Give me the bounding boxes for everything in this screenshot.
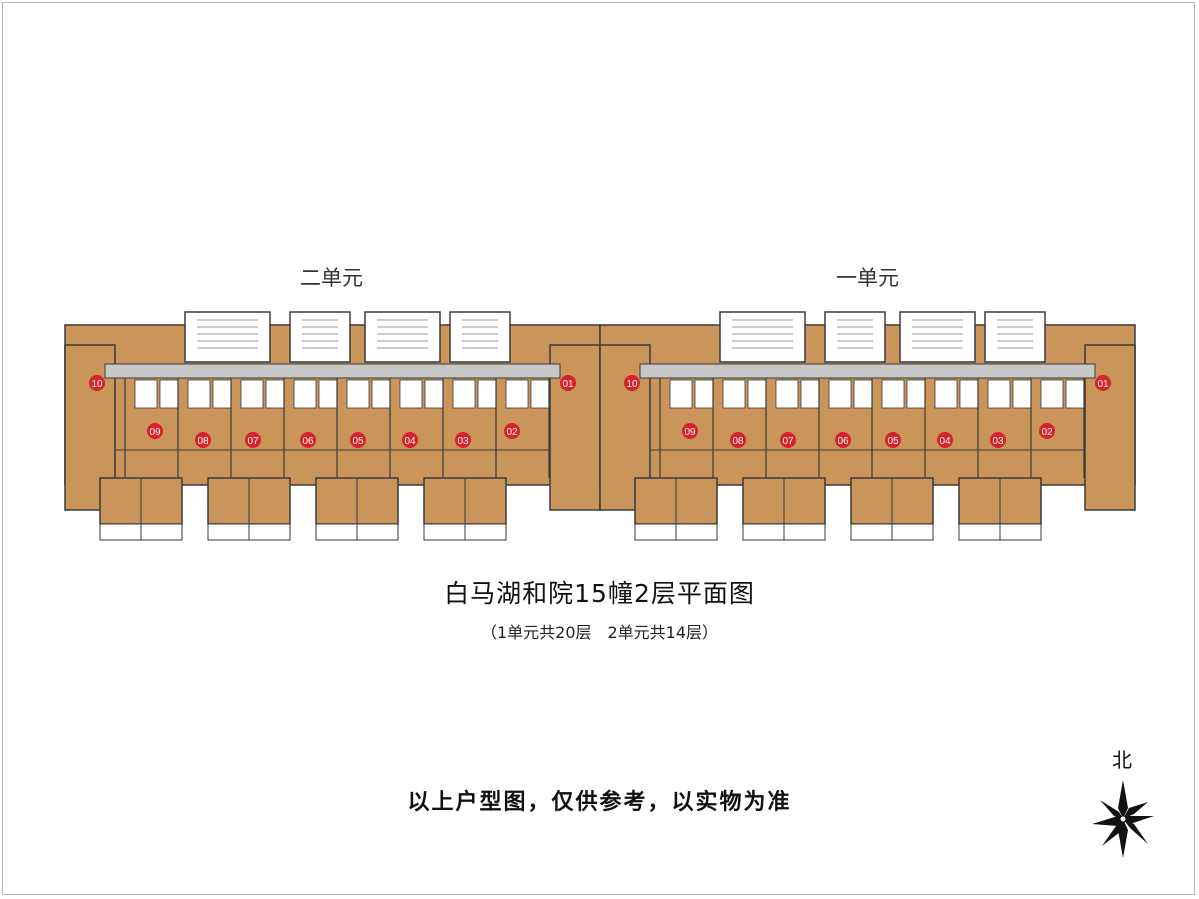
unit1-bath-0 [669,379,693,409]
unit2-bath-b-2 [265,379,285,409]
unit2-bath-b-3 [318,379,338,409]
north-arrow-icon [1092,780,1154,858]
unit1-unit-marker-09 [682,423,698,439]
unit-1-label: 一单元 [836,266,899,290]
unit2-unit-marker-04 [402,432,418,448]
unit1-unit-marker-08 [730,432,746,448]
unit2-bath-0 [134,379,158,409]
unit2-unit-number-09: 09 [149,427,161,438]
unit1-bath-b-4 [906,379,926,409]
unit1-unit-number-02: 02 [1041,427,1053,438]
unit1-unit-number-08: 08 [732,436,744,447]
unit2-bath-1 [187,379,211,409]
unit2-unit-number-10: 10 [91,379,103,390]
unit1-corridor [639,363,1096,379]
disclaimer-text: 以上户型图，仅供参考，以实物为准 [407,790,792,815]
unit1-unit-number-01: 01 [1097,379,1109,390]
unit1-bath-b-7 [1065,379,1085,409]
unit2-bath-b-1 [212,379,232,409]
unit2-unit-marker-01 [560,375,576,391]
unit2-bath-6 [452,379,476,409]
unit2-unit-number-02: 02 [506,427,518,438]
unit2-unit-marker-10 [89,375,105,391]
unit1-bath-7 [1040,379,1064,409]
unit1-unit-number-07: 07 [782,436,794,447]
plan-title: 白马湖和院15幢2层平面图 [444,579,755,608]
unit2-bath-b-0 [159,379,179,409]
unit1-unit-number-05: 05 [887,436,899,447]
unit2-unit-marker-02 [504,423,520,439]
unit1-unit-number-06: 06 [837,436,849,447]
unit1-core-3 [984,311,1046,363]
floor-plan: 10 09 08 07 06 05 04 03 02 01 10 09 08 07 06 05 04 03 02 01 [64,311,1136,541]
unit1-unit-marker-02 [1039,423,1055,439]
unit2-unit-number-01: 01 [562,379,574,390]
unit2-bath-2 [240,379,264,409]
unit1-bath-b-2 [800,379,820,409]
unit2-bath-b-6 [477,379,497,409]
unit2-bath-4 [346,379,370,409]
unit1-unit-marker-06 [835,432,851,448]
unit1-unit-marker-10 [624,375,640,391]
unit1-bath-2 [775,379,799,409]
unit1-bath-b-0 [694,379,714,409]
unit2-bath-5 [399,379,423,409]
unit1-unit-marker-07 [780,432,796,448]
unit1-bath-4 [881,379,905,409]
unit1-unit-marker-03 [990,432,1006,448]
unit2-bath-b-4 [371,379,391,409]
unit2-unit-marker-06 [300,432,316,448]
unit2-unit-number-03: 03 [457,436,469,447]
unit2-unit-marker-05 [350,432,366,448]
unit-2-label: 二单元 [300,266,363,290]
unit1-core-0 [719,311,806,363]
unit1-core-1 [824,311,886,363]
unit1-unit-marker-05 [885,432,901,448]
unit2-unit-marker-08 [195,432,211,448]
unit1-unit-number-03: 03 [992,436,1004,447]
unit2-bath-3 [293,379,317,409]
unit1-bath-b-3 [853,379,873,409]
unit1-bath-b-5 [959,379,979,409]
unit1-unit-number-10: 10 [626,379,638,390]
unit2-unit-number-06: 06 [302,436,314,447]
unit2-bath-b-7 [530,379,550,409]
unit1-unit-number-04: 04 [939,436,951,447]
north-label: 北 [1112,748,1132,772]
unit2-core-3 [449,311,511,363]
plan-subtitle: （1单元共20层 2单元共14层） [480,623,719,642]
unit2-core-2 [364,311,441,363]
unit2-core-0 [184,311,271,363]
unit2-corridor [104,363,561,379]
unit1-bath-5 [934,379,958,409]
unit1-bath-b-6 [1012,379,1032,409]
unit1-bath-6 [987,379,1011,409]
unit1-bath-1 [722,379,746,409]
unit1-bath-b-1 [747,379,767,409]
unit2-core-1 [289,311,351,363]
unit2-unit-number-08: 08 [197,436,209,447]
unit2-unit-marker-07 [245,432,261,448]
unit2-unit-number-04: 04 [404,436,416,447]
unit2-bath-b-5 [424,379,444,409]
unit1-unit-marker-04 [937,432,953,448]
unit1-core-2 [899,311,976,363]
unit2-bath-7 [505,379,529,409]
unit2-unit-marker-03 [455,432,471,448]
unit1-unit-marker-01 [1095,375,1111,391]
unit2-unit-marker-09 [147,423,163,439]
unit1-unit-number-09: 09 [684,427,696,438]
unit2-unit-number-07: 07 [247,436,259,447]
unit1-bath-3 [828,379,852,409]
unit2-unit-number-05: 05 [352,436,364,447]
